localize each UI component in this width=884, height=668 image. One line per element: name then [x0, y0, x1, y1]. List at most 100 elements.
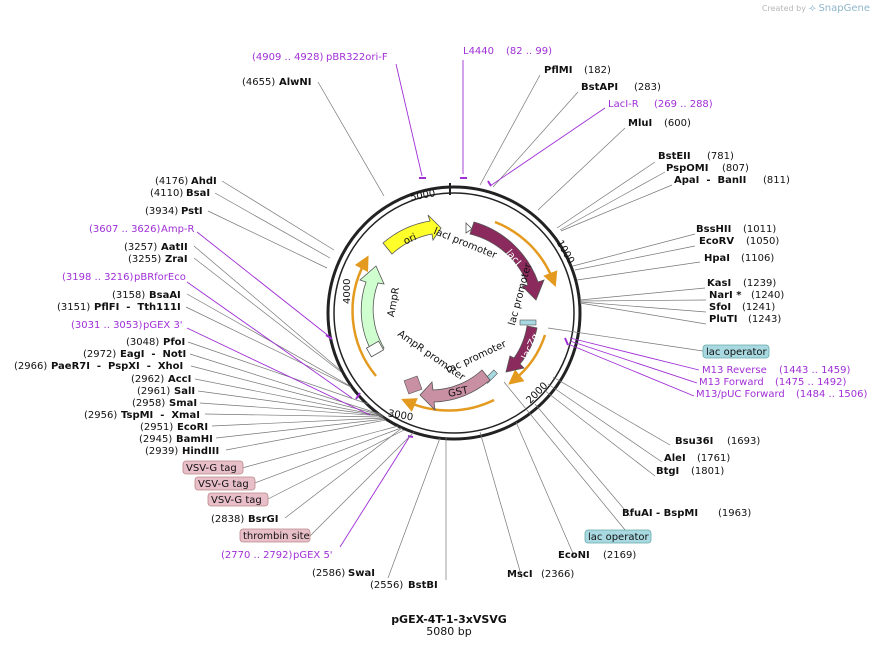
- site-label: NarI *: [709, 290, 742, 301]
- site-pos: (1761): [697, 453, 730, 464]
- thrombin-site-box: thrombin site: [239, 528, 311, 543]
- primer-name: M13 Forward: [699, 377, 764, 388]
- site-pos: (3151): [57, 302, 90, 313]
- site-label: HindIII: [182, 446, 219, 457]
- site-label: BssHII: [696, 224, 731, 235]
- primer-range: (4909 .. 4928): [252, 52, 324, 63]
- site-pos: (1239): [743, 278, 776, 289]
- site-pos: (1801): [691, 466, 724, 477]
- lacI-promoter-arrow-icon: [465, 222, 473, 234]
- plasmid-size: 5080 bp: [426, 625, 471, 638]
- site-label: BsaI: [186, 188, 210, 199]
- primer-lines: [186, 60, 700, 548]
- lacI-orange-arc: [494, 220, 558, 287]
- lac-operator-box-2: lac operator: [584, 529, 652, 544]
- plasmid-name: pGEX-4T-1-3xVSVG: [391, 613, 507, 626]
- feature-AmpR: [359, 265, 385, 353]
- site-pos: (1240): [751, 290, 784, 301]
- feature-AmpR-label: AmpR: [386, 287, 402, 318]
- site-label: AhdI: [191, 176, 217, 187]
- site-pos: (1243): [748, 314, 781, 325]
- primer-name: LacI-R: [608, 99, 639, 110]
- boxed-label-text: thrombin site: [243, 531, 310, 542]
- site-label: EcoNI: [558, 550, 590, 561]
- site-pos: (2838): [211, 514, 244, 525]
- site-pos: (1106): [741, 253, 774, 264]
- primer-range: (3198 .. 3216): [62, 272, 134, 283]
- site-label: BsaAI: [149, 290, 181, 301]
- site-label: PaeR7I - PspXI - XhoI: [51, 361, 183, 372]
- site-label: BfuAI - BspMI: [622, 508, 698, 519]
- snapgene-logo-icon: ⟢: [808, 3, 816, 14]
- site-pos: (807): [722, 163, 749, 174]
- primer-range: (82 .. 99): [506, 46, 552, 57]
- primer-name: pGEX 5': [293, 550, 333, 561]
- left-site-labels: (4655) AlwNI (4176) AhdI (4110) BsaI (39…: [14, 77, 312, 525]
- ampr-promoter-box: [365, 340, 385, 358]
- site-pos: (3158): [112, 290, 145, 301]
- primer-name: pBRforEco: [134, 272, 186, 283]
- site-label: EagI - NotI: [120, 349, 186, 360]
- primer-range: (1475 .. 1492): [775, 377, 847, 388]
- site-label: BamHI: [176, 434, 213, 445]
- site-label: EcoRI: [177, 422, 208, 433]
- site-pos: (2556): [370, 580, 403, 591]
- site-label: BstAPI: [581, 82, 618, 93]
- site-label: TspMI - XmaI: [121, 410, 200, 421]
- site-pos: (2956): [84, 410, 117, 421]
- site-pos: (4655): [242, 77, 275, 88]
- site-pos: (2958): [132, 398, 165, 409]
- site-pos: (2961): [137, 386, 170, 397]
- site-label: EcoRV: [699, 236, 734, 247]
- site-label: AccI: [168, 374, 191, 385]
- site-pos: (2169): [603, 550, 636, 561]
- site-pos: (1050): [746, 236, 779, 247]
- site-label: MluI: [628, 118, 652, 129]
- snapgene-brand: Created by ⟢ SnapGene: [762, 3, 870, 14]
- site-pos: (2939): [145, 446, 178, 457]
- site-label: PluTI: [709, 314, 737, 325]
- gst-orange-arc: [401, 398, 495, 412]
- snapgene-name: SnapGene: [818, 3, 870, 14]
- feature-GST: [419, 369, 491, 412]
- site-label: SfoI: [709, 302, 731, 313]
- site-pos: (2962): [131, 374, 164, 385]
- site-label: MscI: [507, 569, 533, 580]
- site-pos: (2945): [139, 434, 172, 445]
- right-site-labels: PflMI (182) BstAPI (283) MluI (600) BstE…: [312, 65, 790, 591]
- boxed-label-text: VSV-G tag: [198, 479, 249, 490]
- lac-operator-box-1: lac operator: [702, 344, 770, 359]
- primer-name: Amp-R: [161, 224, 195, 235]
- site-pos: (182): [584, 65, 611, 76]
- site-pos: (2966): [14, 361, 47, 372]
- primer-range: (1443 .. 1459): [779, 365, 851, 376]
- site-pos: (600): [664, 118, 691, 129]
- primer-name: pBR322ori-F: [326, 52, 388, 63]
- site-pos: (781): [707, 151, 734, 162]
- primer-labels: (4909 .. 4928) pBR322ori-F L4440 (82 .. …: [62, 46, 868, 561]
- site-pos: (1241): [742, 302, 775, 313]
- primer-name: L4440: [463, 46, 494, 57]
- site-label: Bsu36I: [675, 436, 713, 447]
- backbone-outer: [326, 185, 582, 441]
- site-pos: (3257): [124, 242, 157, 253]
- vsvg-hatch: [403, 375, 423, 395]
- site-label: PspOMI: [666, 163, 708, 174]
- site-label: PfoI: [163, 337, 185, 348]
- site-label: BtgI: [656, 466, 679, 477]
- primer-range: (3031 .. 3053): [71, 320, 143, 331]
- site-label: ApaI - BanII: [674, 175, 746, 186]
- boxed-label-lines: [241, 327, 704, 537]
- lacop-hatch-1: [519, 319, 537, 326]
- site-label: AlwNI: [279, 77, 312, 88]
- site-pos: (1693): [727, 436, 760, 447]
- site-pos: (4110): [150, 188, 183, 199]
- site-pos: (2586): [312, 568, 345, 579]
- site-pos: (4176): [155, 176, 188, 187]
- vsvg-box-1: VSV-G tag: [182, 460, 244, 475]
- feature-lacI: [469, 221, 545, 301]
- left-site-lines: [185, 81, 403, 519]
- primer-range: (269 .. 288): [654, 99, 713, 110]
- site-label: SalI: [174, 386, 195, 397]
